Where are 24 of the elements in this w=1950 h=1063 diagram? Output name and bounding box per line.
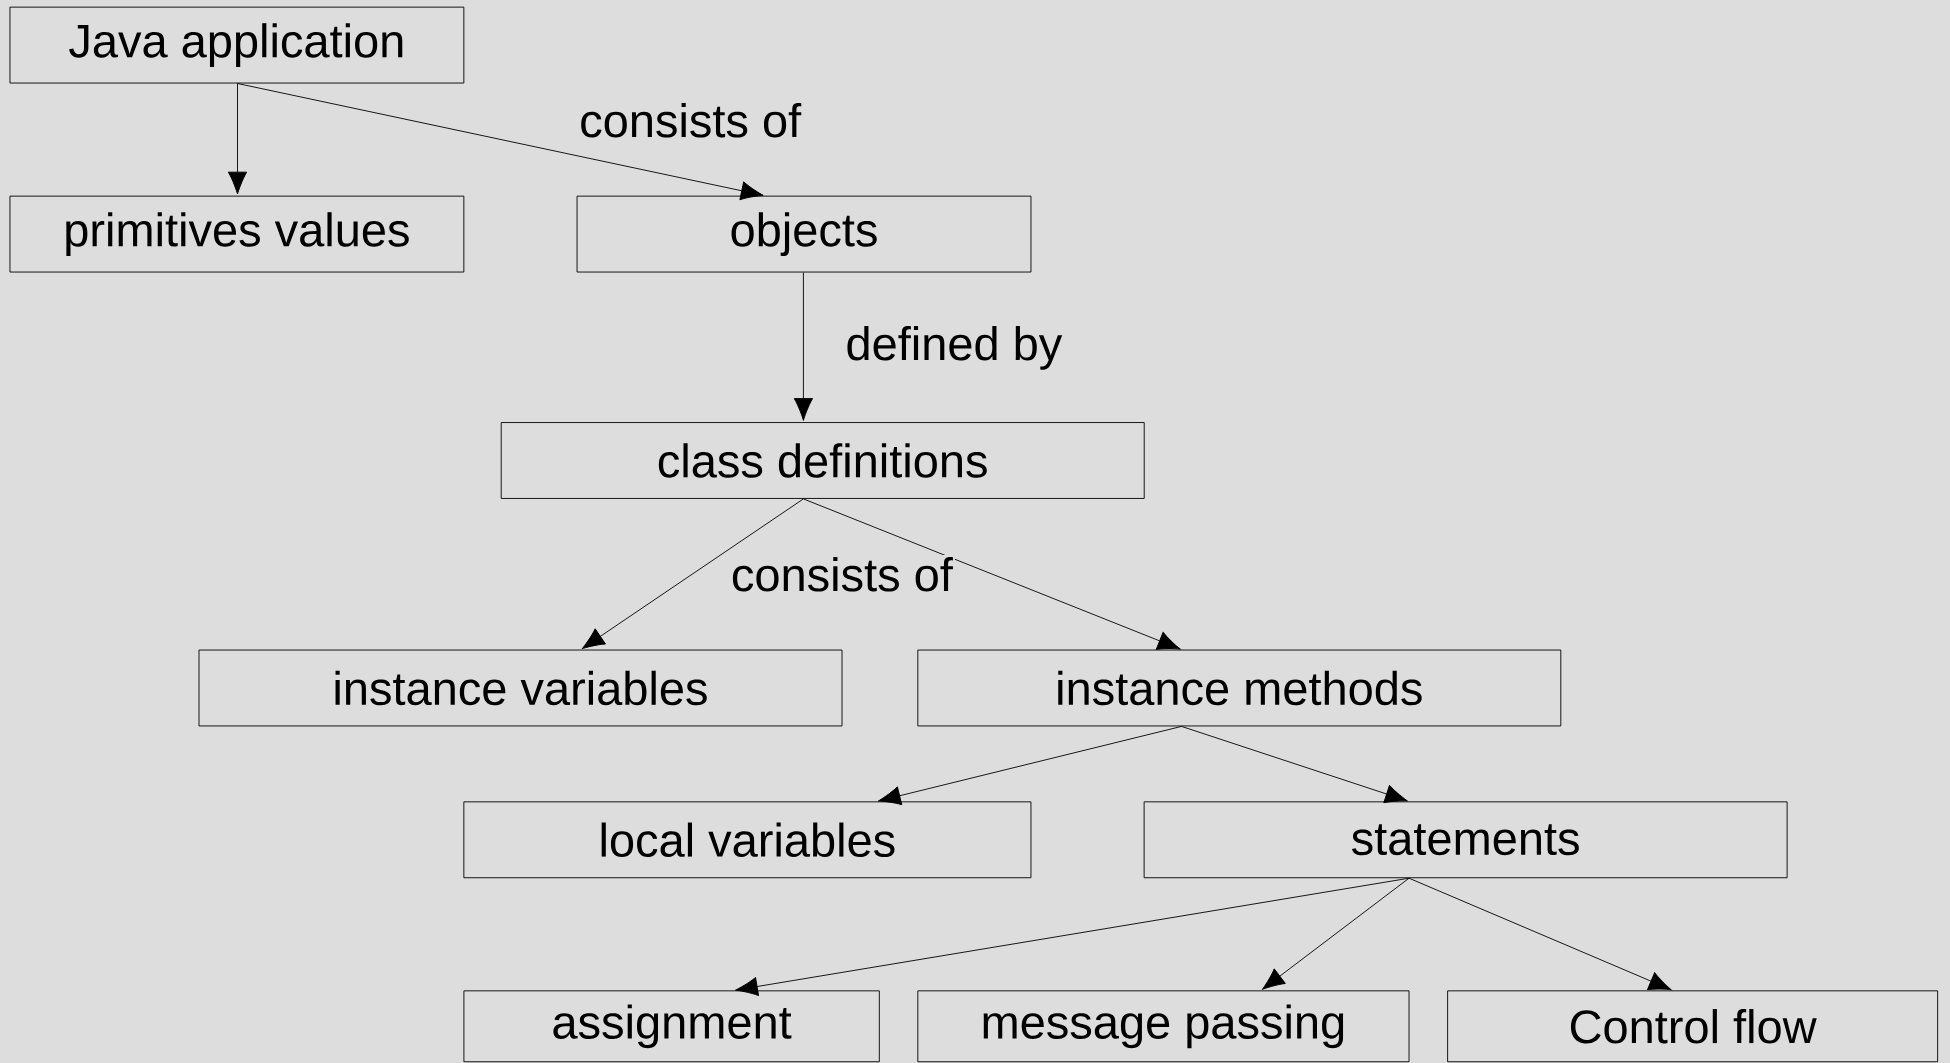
- edge-label: defined by: [843, 324, 1065, 372]
- concept-box: instance methods: [917, 649, 1562, 727]
- concept-box: primitives values: [9, 195, 465, 273]
- arrow: [877, 725, 1182, 806]
- arrow: [237, 83, 764, 201]
- concept-box: class definitions: [500, 422, 1145, 499]
- concept-box: local variables: [463, 801, 1032, 879]
- arrow: [735, 877, 1410, 997]
- concept-box: Java application: [9, 6, 465, 84]
- arrow: [793, 272, 814, 421]
- concept-box: instance variables: [198, 649, 843, 727]
- concept-box: assignment: [463, 990, 880, 1063]
- concept-box: statements: [1143, 801, 1788, 879]
- arrow: [581, 498, 804, 650]
- concept-box: message passing: [917, 990, 1410, 1063]
- arrow: [802, 498, 1181, 650]
- arrow: [1261, 877, 1410, 990]
- edge-label: consists of: [728, 555, 955, 594]
- edge-label: consists of: [577, 101, 804, 140]
- concept-box: objects: [576, 195, 1032, 273]
- concept-box: Control flow: [1447, 990, 1939, 1063]
- arrow: [1408, 877, 1672, 991]
- arrow: [1181, 725, 1408, 804]
- arrow: [227, 83, 248, 195]
